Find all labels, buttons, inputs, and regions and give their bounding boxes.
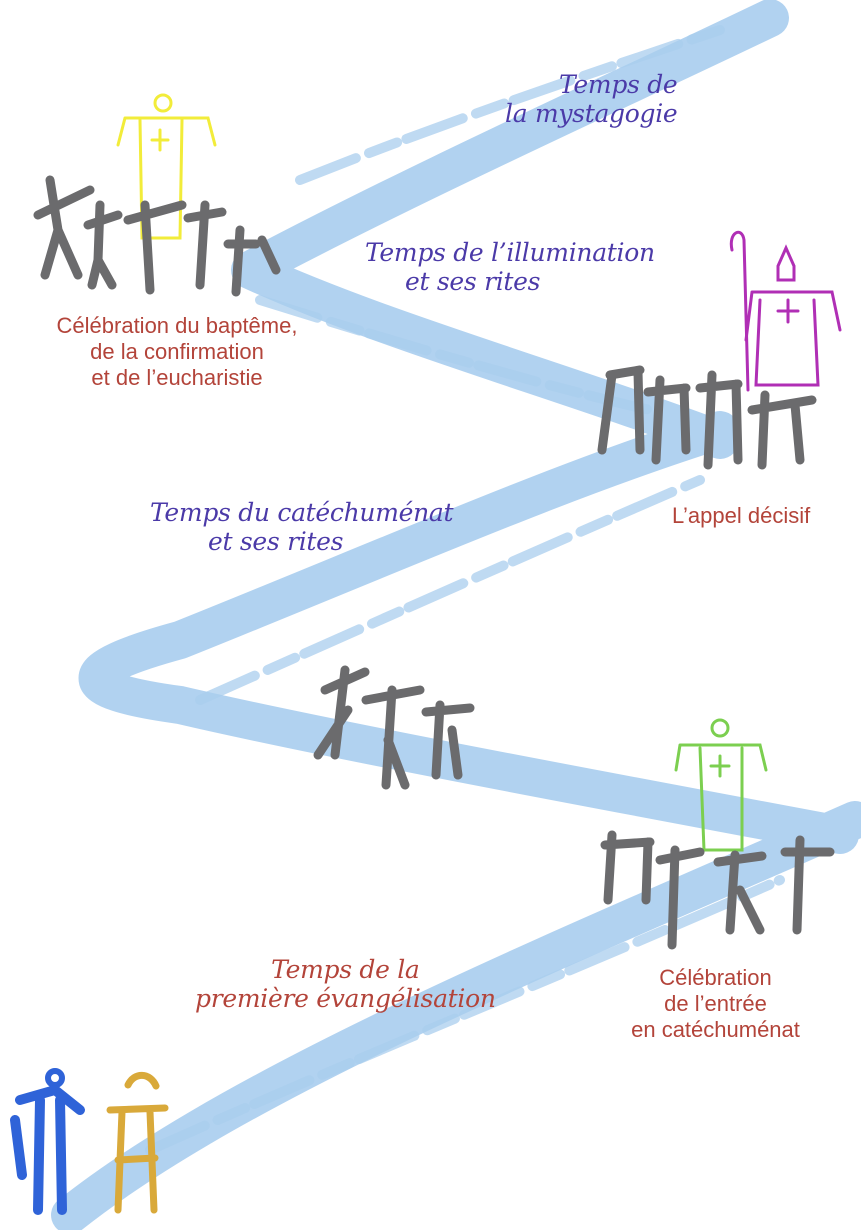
celebration-entry-line1: Célébration [659,965,772,990]
bishop-icon [729,230,842,392]
celebration-decisive-call-line1: L’appel décisif [672,503,811,528]
baptism-priest-icon [116,93,217,240]
period-mystagogy-line1: Temps de [559,70,678,99]
companion-icon [106,1071,169,1214]
period-first-evangelization-line2: première évangélisation [195,984,496,1013]
entry-group-icon [600,830,835,950]
period-catechumenate-line1: Temps du catéchuménat [150,498,454,527]
celebration-decisive-call-label: L’appel décisif [672,503,810,529]
period-catechumenate-line2: et ses rites [208,527,344,556]
celebration-baptism-line1: Célébration du baptême, [56,313,298,338]
celebration-baptism-line3: et de l’eucharistie [91,365,263,390]
path-stroke-thin [145,25,785,1155]
period-mystagogy-line2: la mystagogie [505,99,678,128]
period-first-evangelization-label: Temps de la première évangélisation [195,955,496,1013]
catechumenate-group-icon [313,665,475,790]
period-mystagogy-label: Temps de la mystagogie [505,70,678,128]
period-first-evangelization-line1: Temps de la [271,955,420,984]
celebration-baptism-label: Célébration du baptême, de la confirmati… [32,313,322,391]
period-catechumenate-label: Temps du catéchuménat et ses rites [150,498,454,556]
celebration-baptism-line2: de la confirmation [90,339,264,364]
decisive-call-group-icon [597,365,817,470]
baptism-group-icon [33,175,281,297]
celebration-entry-label: Célébration de l’entrée en catéchuménat [608,965,823,1043]
celebration-entry-line2: de l’entrée [664,991,767,1016]
period-illumination-label: Temps de l’illumination et ses rites [365,238,655,296]
entry-priest-icon [674,718,768,852]
period-illumination-line1: Temps de l’illumination [365,238,655,267]
seeker-icon [10,1068,85,1215]
celebration-entry-line3: en catéchuménat [631,1017,800,1042]
period-illumination-line2: et ses rites [405,267,541,296]
